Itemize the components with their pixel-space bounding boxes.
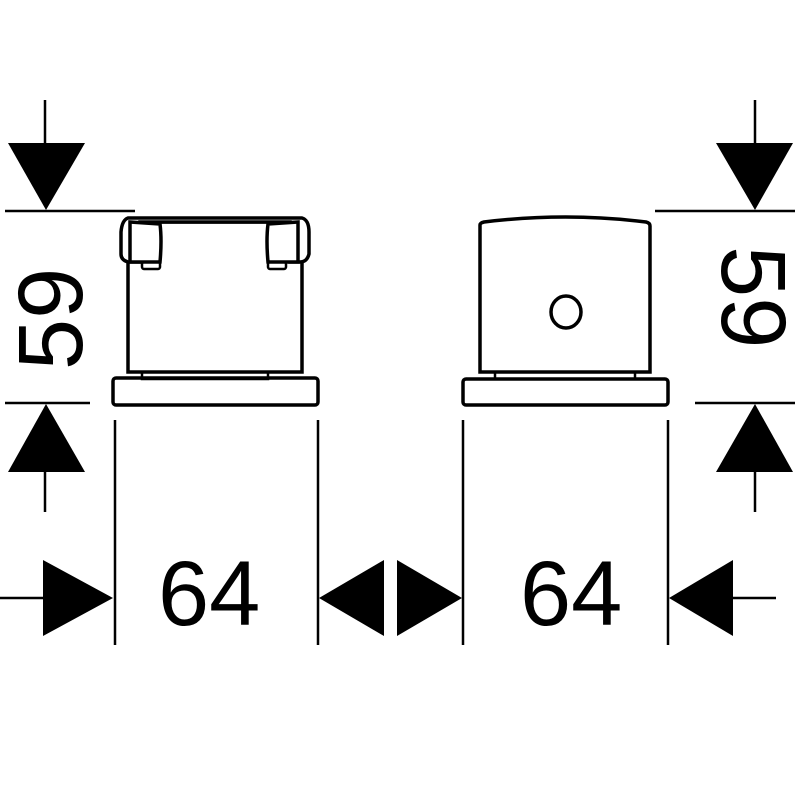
left-height-dimension: 59 bbox=[0, 100, 135, 512]
left-valve-handle bbox=[111, 216, 320, 407]
arrow-left-icon bbox=[669, 560, 733, 636]
left-height-label: 59 bbox=[0, 268, 102, 370]
left-base-plate bbox=[111, 376, 320, 407]
indicator-circle bbox=[549, 294, 583, 330]
arrow-up-icon bbox=[716, 404, 793, 472]
arrow-down-icon bbox=[8, 143, 85, 210]
right-height-dimension: 59 bbox=[655, 100, 800, 512]
right-width-label: 64 bbox=[520, 543, 622, 645]
arrow-down-icon bbox=[716, 143, 793, 210]
arrow-right-icon bbox=[43, 560, 113, 636]
right-lever-tab bbox=[265, 220, 300, 264]
left-lever-tab bbox=[128, 220, 163, 264]
right-height-label: 59 bbox=[702, 246, 800, 348]
arrow-up-icon bbox=[8, 404, 85, 472]
right-base-plate bbox=[461, 377, 670, 407]
arrow-left-icon bbox=[319, 560, 384, 636]
arrow-right-icon bbox=[397, 560, 462, 636]
right-valve-handle bbox=[461, 215, 670, 407]
width-dimensions: 64 64 bbox=[0, 420, 776, 645]
left-width-label: 64 bbox=[158, 543, 260, 645]
